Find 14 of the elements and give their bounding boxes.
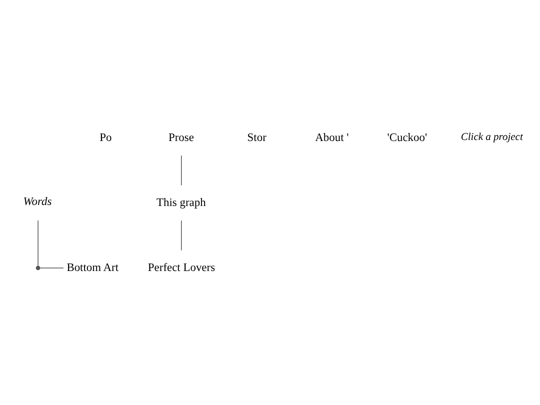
connector [40,267,64,268]
connector [180,220,182,250]
node-text: Stor [247,131,266,144]
node-text: Perfect Lovers [148,261,216,274]
connector [180,154,182,186]
node-text: 'Cuckoo' [387,131,428,144]
node-text: Prose [168,131,194,144]
node-text: Words [23,196,52,208]
node-point [36,265,40,270]
node-text: This graph [156,196,206,208]
node-text: About ' [315,131,349,144]
label: Click a project [460,131,523,142]
node-text: Bottom Art [66,261,119,274]
node-text: Po [100,131,112,144]
